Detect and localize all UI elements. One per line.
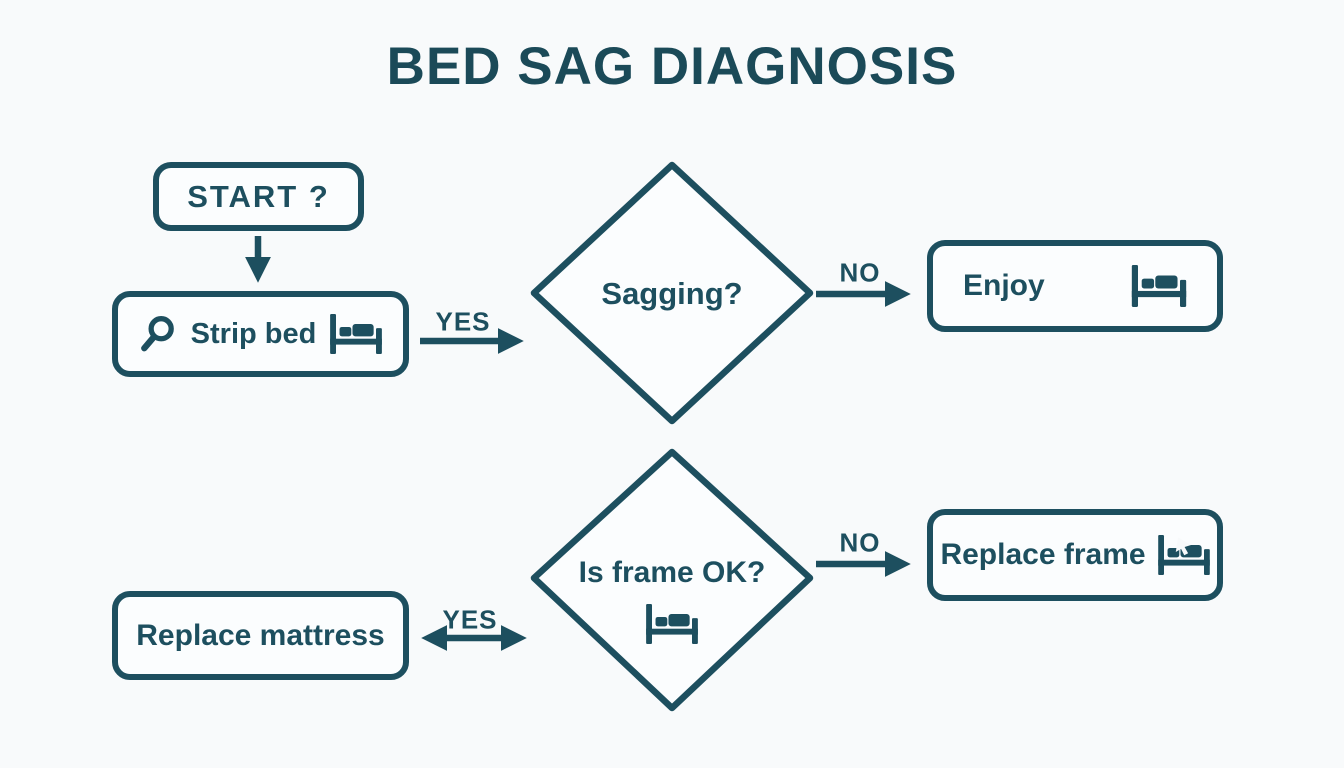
strip-bed-node-label: Strip bed — [190, 317, 317, 350]
enjoy-node-label: Enjoy — [963, 269, 1045, 302]
bed-icon-with-cursor — [1158, 535, 1210, 575]
strip-bed-node: Strip bed — [112, 291, 409, 377]
bed-icon — [1131, 265, 1187, 307]
page-title: BED SAG DIAGNOSIS — [386, 37, 958, 96]
replace-mattress-node: Replace mattress — [112, 591, 409, 680]
enjoy-node: Enjoy — [927, 240, 1223, 332]
start-node-label: START ? — [187, 178, 330, 214]
replace-frame-node: Replace frame — [927, 509, 1223, 601]
edge-label-no-bottom: NO — [839, 527, 881, 558]
bed-icon — [330, 314, 382, 354]
replace-frame-node-label: Replace frame — [940, 538, 1146, 571]
search-icon — [139, 315, 177, 353]
edge-label-yes-top: YES — [435, 306, 491, 337]
replace-mattress-node-label: Replace mattress — [136, 618, 385, 652]
sagging-diamond — [530, 161, 814, 425]
is-frame-ok-node-label: Is frame OK? — [578, 556, 766, 589]
edge-label-no-top: NO — [839, 257, 881, 288]
sagging-node-label: Sagging? — [601, 276, 743, 311]
is-frame-ok-diamond — [530, 448, 814, 712]
start-node: START ? — [153, 162, 364, 231]
edge-label-yes-bottom: YES — [442, 604, 498, 635]
bed-icon — [646, 604, 698, 644]
